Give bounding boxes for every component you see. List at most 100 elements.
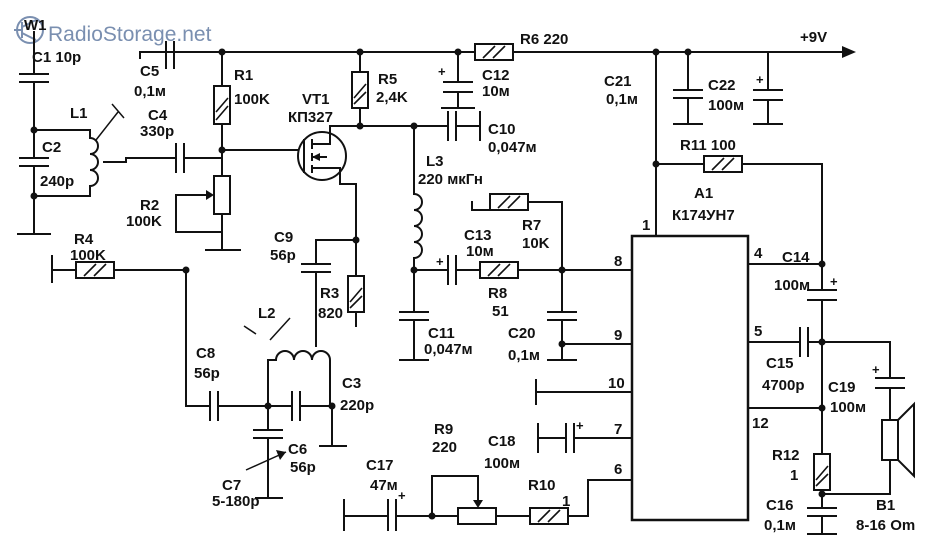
r9-value: 220 (432, 439, 457, 456)
c14-value: 100м (774, 277, 810, 294)
c12-ref: C12 (482, 67, 510, 84)
a1-value: К174УН7 (672, 207, 735, 224)
r1-ref: R1 (234, 67, 253, 84)
r11-value: 100 (711, 137, 736, 154)
c21-value: 0,1м (606, 91, 638, 108)
c18-value: 100м (484, 455, 520, 472)
r11-ref: R11 (680, 137, 707, 154)
r8-value: 51 (492, 303, 509, 320)
r7-value: 10K (522, 235, 550, 252)
r12-value: 1 (790, 467, 798, 484)
vt1-transistor: VT1 КП327 (288, 91, 361, 235)
c22-value: 100м (708, 97, 744, 114)
l3-value: 220 мкГн (418, 171, 483, 188)
a1-ref: A1 (694, 185, 713, 202)
svg-text:R6 220: R6 220 (520, 31, 568, 48)
pin-9-label: 9 (614, 327, 622, 344)
c7-ref: C7 (222, 477, 241, 494)
c3-ref: C3 (342, 375, 361, 392)
r5-ref: R5 (378, 71, 397, 88)
vt1-value: КП327 (288, 109, 333, 126)
r1-value: 100K (234, 91, 270, 108)
c7-value: 5-180p (212, 493, 260, 510)
c5-ref: C5 (140, 63, 159, 80)
c15-ref: C15 (766, 355, 794, 372)
r2-ref: R2 (140, 197, 159, 214)
vt1-ref: VT1 (302, 91, 330, 108)
c3-value: 220p (340, 397, 374, 414)
c10-value: 0,047м (488, 139, 537, 156)
svg-text:+: + (436, 254, 444, 269)
c19-ref: C19 (828, 379, 856, 396)
c6-ref: C6 (288, 441, 307, 458)
c12-value: 10м (482, 83, 510, 100)
tank-network: C9 56р R3 820 L2 C8 56p C6 56p C3 220p (185, 229, 374, 510)
c18-ref: C18 (488, 433, 516, 450)
input-network: W1 C1 10p C2 240p L1 C4 330p (17, 17, 223, 235)
r9-ref: R9 (434, 421, 453, 438)
r6-value: 220 (543, 31, 568, 48)
b1-ref: B1 (876, 497, 895, 514)
c11-value: 0,047м (424, 341, 473, 358)
svg-text:+: + (438, 64, 446, 79)
c6-value: 56p (290, 459, 316, 476)
r3-ref: R3 (320, 285, 339, 302)
c21-ref: C21 (604, 73, 632, 90)
r10-value: 1 (562, 493, 570, 510)
w1-label: W1 (24, 17, 47, 34)
c5-value: 0,1м (134, 83, 166, 100)
c11-ref: C11 (428, 325, 455, 342)
watermark-text: RadioStorage.net (48, 23, 212, 46)
pin-5-label: 5 (754, 323, 762, 340)
output-network: + C14 100м C15 4700р + C19 100м B1 8-16 … (747, 249, 915, 535)
c9-value: 56р (270, 247, 296, 264)
l1-label: L1 (70, 105, 88, 122)
l3-ref: L3 (426, 153, 444, 170)
supply-label: +9V (800, 29, 827, 46)
c4-value: 330p (140, 123, 174, 140)
c17-value: 47м (370, 477, 398, 494)
svg-text:+: + (576, 418, 584, 433)
feedback-network: + C17 47м R9 220 R10 1 + C18 100м (343, 379, 633, 531)
pin-6-label: 6 (614, 461, 622, 478)
r4-ref: R4 (74, 231, 94, 248)
gate-bias: C5 0,1м R1 100K R2 100K R4 100K (51, 41, 299, 283)
c13-ref: C13 (464, 227, 492, 244)
pin-4-label: 4 (754, 245, 763, 262)
junctions (30, 48, 826, 520)
svg-text:+: + (872, 362, 880, 377)
pin-10-label: 10 (608, 375, 625, 392)
r5-value: 2,4K (376, 89, 408, 106)
r8-ref: R8 (488, 285, 507, 302)
c20-value: 0,1м (508, 347, 540, 364)
r12-ref: R12 (772, 447, 800, 464)
supply-decoupling: C21 0,1м + C22 100м R11 100 (604, 51, 823, 265)
c1-label: C1 10p (32, 49, 81, 66)
svg-text:+: + (398, 488, 406, 503)
c16-value: 0,1м (764, 517, 796, 534)
c8-ref: C8 (196, 345, 215, 362)
pin-1-label: 1 (642, 217, 650, 234)
r2-value: 100K (126, 213, 162, 230)
c14-ref: C14 (782, 249, 810, 266)
r10-ref: R10 (528, 477, 556, 494)
c2-ref: C2 (42, 139, 61, 156)
coupling-network: C11 0,047м + C13 10м R8 51 R7 10K C20 0,… (399, 193, 633, 364)
r6-ref: R6 (520, 31, 539, 48)
b1-value: 8-16 Om (856, 517, 915, 534)
svg-text:R11 100: R11 100 (680, 137, 736, 154)
c9-ref: C9 (274, 229, 293, 246)
c4-ref: C4 (148, 107, 168, 124)
r7-ref: R7 (522, 217, 541, 234)
c10-ref: C10 (488, 121, 516, 138)
c13-value: 10м (466, 243, 494, 260)
c8-value: 56p (194, 365, 220, 382)
svg-text:+: + (756, 72, 764, 87)
c20-ref: C20 (508, 325, 536, 342)
pin-7-label: 7 (614, 421, 622, 438)
c2-value: 240p (40, 173, 74, 190)
pin-8-label: 8 (614, 253, 622, 270)
c16-ref: C16 (766, 497, 794, 514)
c17-ref: C17 (366, 457, 394, 474)
